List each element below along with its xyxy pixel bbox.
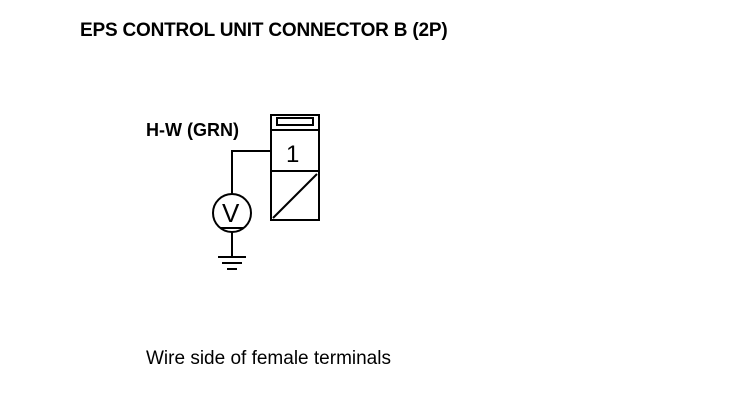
ground-icon <box>218 256 246 270</box>
pin-1-number: 1 <box>286 141 299 168</box>
caption: Wire side of female terminals <box>146 348 391 369</box>
connector-outline <box>270 114 320 221</box>
unused-cavity-slash <box>272 173 318 219</box>
probe-wire <box>231 150 271 194</box>
connector-lock-tab <box>276 117 314 126</box>
voltmeter-icon: V <box>212 193 252 233</box>
diagram-title: EPS CONTROL UNIT CONNECTOR B (2P) <box>80 20 448 41</box>
connector-b: 1 <box>270 114 320 221</box>
voltmeter-symbol: V <box>222 198 240 228</box>
wire-label: H-W (GRN) <box>146 120 239 140</box>
